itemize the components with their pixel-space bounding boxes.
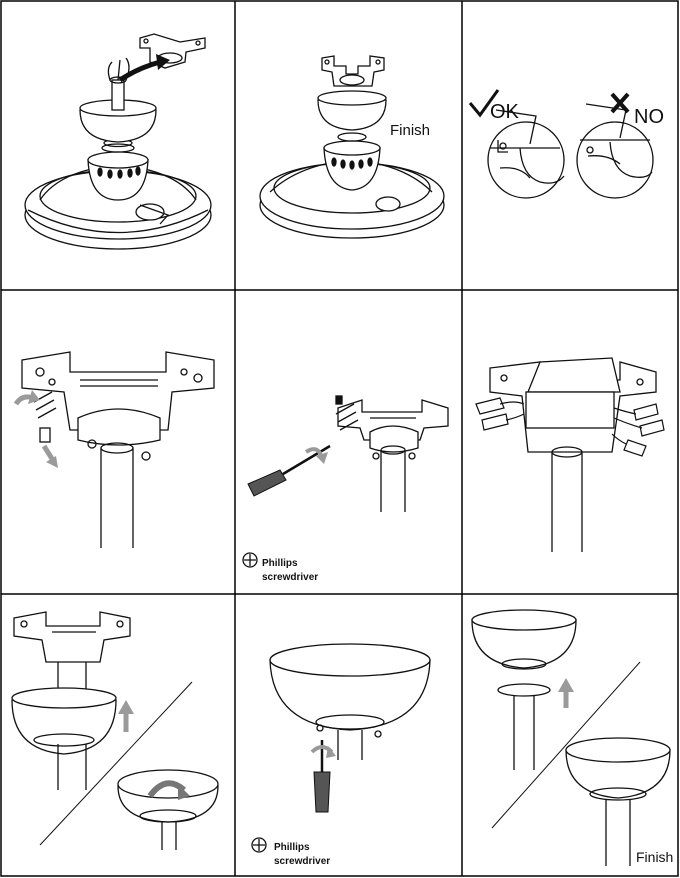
arrow-icon xyxy=(41,444,58,468)
mounting-bracket-icon xyxy=(139,33,206,69)
phillips-icon xyxy=(251,837,267,853)
arrow-icon xyxy=(118,700,134,732)
panel-2 xyxy=(259,55,445,239)
panel-7 xyxy=(11,611,219,850)
rotate-arrow-icon xyxy=(147,780,190,800)
rotate-arrow-icon xyxy=(310,745,336,758)
phillips-icon xyxy=(242,552,258,568)
arrow-icon xyxy=(558,678,574,708)
panel-3 xyxy=(487,103,654,199)
tool-label-line2-mid: screwdriver xyxy=(262,572,318,583)
screwdriver-icon xyxy=(247,444,331,497)
check-icon xyxy=(468,89,500,118)
rotate-arrow-icon xyxy=(13,390,40,406)
finish-label-top: Finish xyxy=(390,122,430,139)
panel-8 xyxy=(269,643,431,760)
tool-label-line2-bottom: screwdriver xyxy=(274,856,330,867)
motor-vents xyxy=(97,166,141,179)
tool-label-line1-bottom: Phillips xyxy=(274,842,310,853)
panel-1 xyxy=(24,33,212,250)
panel-5 xyxy=(335,395,449,512)
no-label: NO xyxy=(634,106,664,128)
tool-label-line1-mid: Phillips xyxy=(262,558,298,569)
panel-4 xyxy=(21,351,215,548)
mounting-bracket-icon xyxy=(321,55,385,87)
panel-6 xyxy=(489,357,657,552)
rotate-arrow-icon xyxy=(304,447,328,464)
panel-9 xyxy=(471,609,671,866)
cross-icon xyxy=(610,92,630,114)
wire-connectors xyxy=(475,397,665,457)
arrow-icon xyxy=(118,54,170,83)
motor-vents xyxy=(331,157,373,170)
finish-label-bottom: Finish xyxy=(636,849,673,865)
ok-label: OK xyxy=(490,101,520,123)
